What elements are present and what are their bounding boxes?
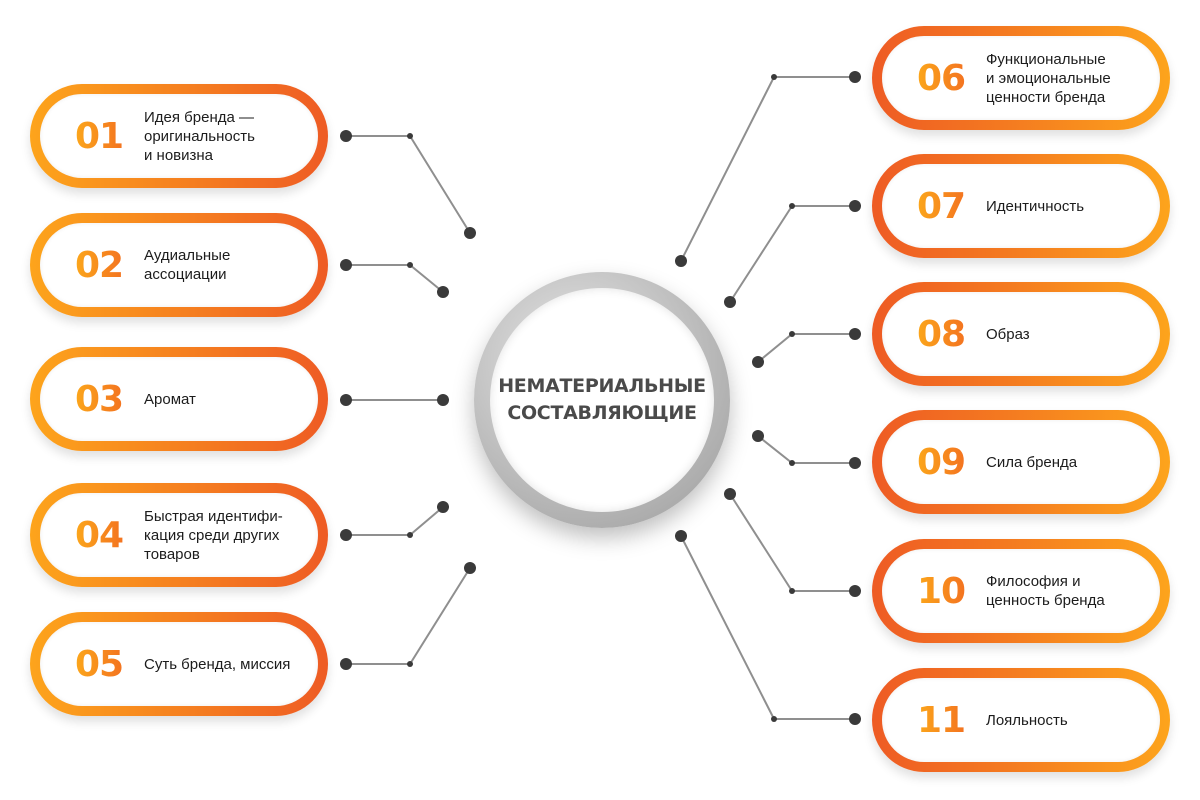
item-11-label: Лояльность	[986, 711, 1068, 729]
item-04-number: 04	[66, 515, 132, 556]
item-01-card: 01 Идея бренда — оригинальность и новизн…	[40, 94, 318, 178]
item-02: 02 Аудиальные ассоциации	[30, 213, 328, 317]
item-05: 05 Суть бренда, миссия	[30, 612, 328, 716]
connector-04	[346, 506, 444, 536]
item-07-label: Идентичность	[986, 197, 1085, 215]
item-08: 08 Образ	[872, 282, 1170, 386]
center-circle: НЕМАТЕРИАЛЬНЫЕ СОСТАВЛЯЮЩИЕ	[474, 272, 730, 528]
item-02-number: 02	[66, 245, 132, 286]
item-04-card: 04 Быстрая идентифи- кация среди других …	[40, 493, 318, 577]
item-09: 09 Сила бренда	[872, 410, 1170, 514]
item-02-card: 02 Аудиальные ассоциации	[40, 223, 318, 307]
item-04: 04 Быстрая идентифи- кация среди других …	[30, 483, 328, 587]
item-11: 11 Лояльность	[872, 668, 1170, 772]
item-05-number: 05	[66, 644, 132, 685]
connector-08	[757, 333, 855, 363]
connector-05	[346, 567, 471, 665]
item-05-card: 05 Суть бренда, миссия	[40, 622, 318, 706]
item-06-card: 06 Функциональные и эмоциональные ценнос…	[882, 36, 1160, 120]
connector-07	[729, 205, 855, 303]
item-05-label: Суть бренда, миссия	[144, 655, 291, 673]
connector-02	[346, 264, 444, 293]
item-06: 06 Функциональные и эмоциональные ценнос…	[872, 26, 1170, 130]
item-07-card: 07 Идентичность	[882, 164, 1160, 248]
item-08-label: Образ	[986, 325, 1030, 343]
item-03: 03 Аромат	[30, 347, 328, 451]
item-03-number: 03	[66, 379, 132, 420]
connector-11	[680, 535, 855, 720]
item-10: 10 Философия и ценность бренда	[872, 539, 1170, 643]
item-02-label: Аудиальные ассоциации	[144, 247, 231, 283]
item-10-card: 10 Философия и ценность бренда	[882, 549, 1160, 633]
item-01: 01 Идея бренда — оригинальность и новизн…	[30, 84, 328, 188]
item-10-label: Философия и ценность бренда	[986, 573, 1105, 609]
item-06-label: Функциональные и эмоциональные ценности …	[986, 50, 1111, 106]
connector-10	[729, 493, 855, 592]
connector-06	[680, 76, 855, 262]
item-11-card: 11 Лояльность	[882, 678, 1160, 762]
item-01-number: 01	[66, 116, 132, 157]
connector-09	[757, 435, 855, 464]
item-09-number: 09	[908, 442, 974, 483]
item-09-label: Сила бренда	[986, 453, 1078, 471]
item-10-number: 10	[908, 571, 974, 612]
connector-01	[346, 135, 471, 234]
item-09-card: 09 Сила бренда	[882, 420, 1160, 504]
item-07: 07 Идентичность	[872, 154, 1170, 258]
item-08-card: 08 Образ	[882, 292, 1160, 376]
item-03-label: Аромат	[144, 390, 196, 408]
item-04-label: Быстрая идентифи- кация среди других тов…	[144, 507, 283, 563]
item-01-label: Идея бренда — оригинальность и новизна	[144, 108, 255, 164]
center-circle-inner: НЕМАТЕРИАЛЬНЫЕ СОСТАВЛЯЮЩИЕ	[490, 288, 714, 512]
item-11-number: 11	[908, 700, 974, 741]
item-03-card: 03 Аромат	[40, 357, 318, 441]
item-06-number: 06	[908, 58, 974, 99]
center-title: НЕМАТЕРИАЛЬНЫЕ СОСТАВЛЯЮЩИЕ	[498, 375, 706, 424]
item-08-number: 08	[908, 314, 974, 355]
item-07-number: 07	[908, 186, 974, 227]
